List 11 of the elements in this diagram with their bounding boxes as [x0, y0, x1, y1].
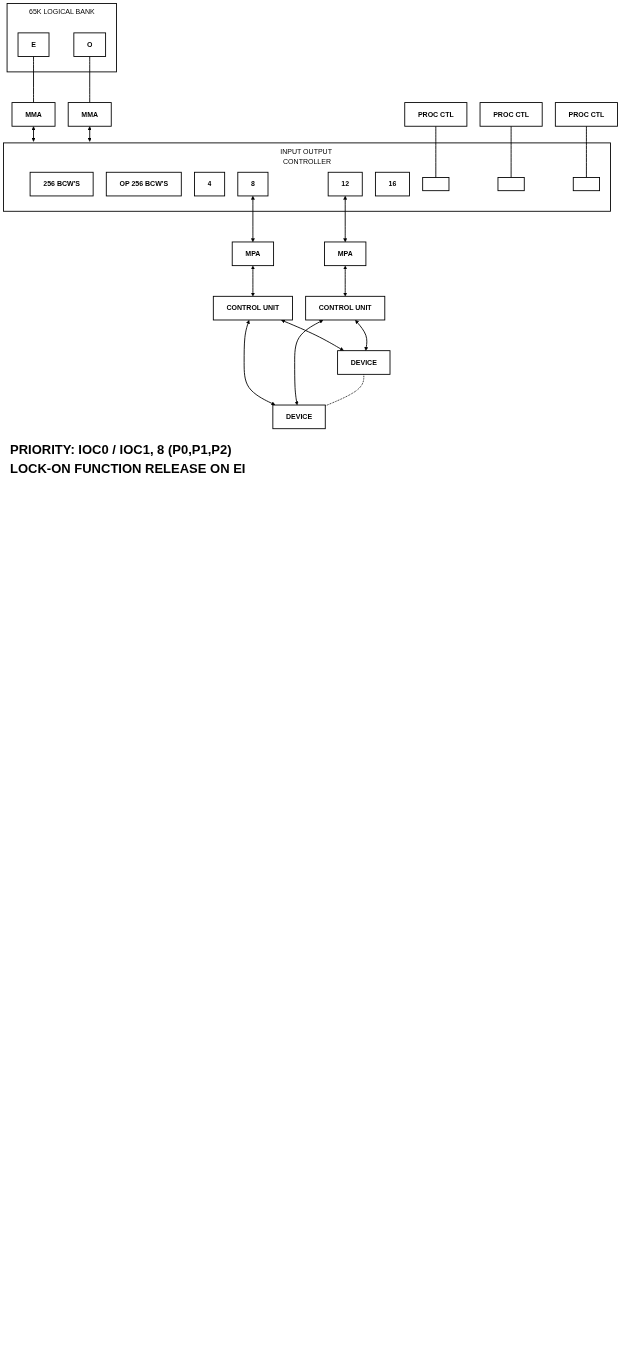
- node-box: [497, 177, 525, 192]
- note-text: PRIORITY: IOC0 / IOC1, 8 (P0,P1,P2): [10, 442, 233, 458]
- connector: [89, 56, 91, 103]
- node-box: [572, 177, 600, 192]
- connector: [33, 56, 34, 103]
- note-text: LOCK-ON FUNCTION RELEASE ON EI: [10, 461, 247, 477]
- connector: [324, 373, 365, 407]
- connector: [510, 125, 512, 178]
- connector: [435, 125, 437, 178]
- connector: [585, 125, 587, 178]
- node-box: [422, 177, 450, 192]
